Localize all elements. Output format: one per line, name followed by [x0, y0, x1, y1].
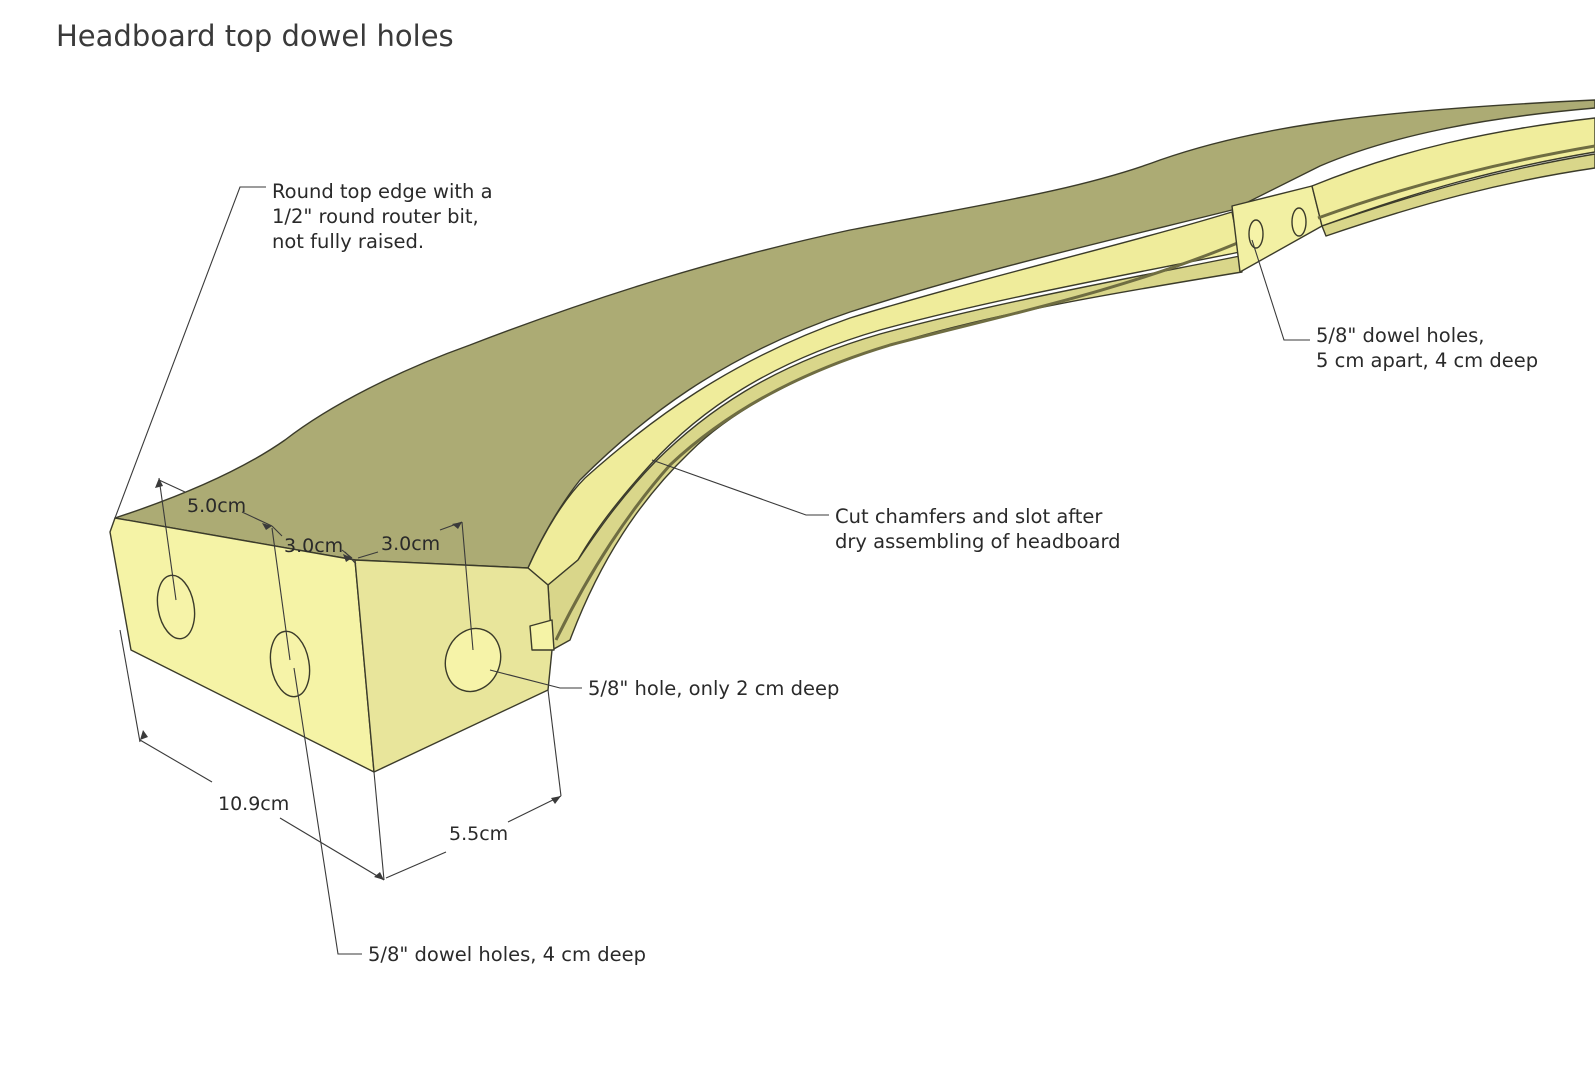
right-segment-top	[1311, 117, 1595, 227]
joint-dowel-hole-1	[1248, 219, 1264, 249]
page-title: Headboard top dowel holes	[56, 19, 454, 53]
joint-dowel-hole-2	[1291, 207, 1307, 237]
end-dowel-hole-2	[269, 630, 311, 698]
headboard-top-piece	[109, 99, 1595, 773]
end-slot-notch	[529, 619, 555, 651]
note-round-edge-line1: Round top edge with a	[272, 180, 493, 203]
note-chamfers-line1: Cut chamfers and slot after	[835, 505, 1103, 528]
note-joint-holes-line2: 5 cm apart, 4 cm deep	[1316, 349, 1538, 372]
note-bottom-dowel-holes: 5/8" dowel holes, 4 cm deep	[368, 943, 646, 966]
top-face	[114, 99, 1595, 569]
front-chamfer-lower	[547, 255, 1243, 651]
note-joint-holes-line1: 5/8" dowel holes,	[1316, 324, 1484, 347]
dim-label-3cm-left: 3.0cm	[284, 535, 343, 557]
end-single-hole	[444, 627, 502, 693]
dimension-lines	[119, 477, 562, 881]
dim-label-3cm-right: 3.0cm	[381, 533, 440, 555]
note-round-edge-line2: 1/2" round router bit,	[272, 205, 479, 228]
slot-groove	[554, 240, 1241, 641]
dim-label-width: 10.9cm	[218, 793, 289, 815]
note-chamfers-line2: dry assembling of headboard	[835, 530, 1121, 553]
right-slot	[1317, 144, 1595, 220]
note-single-hole: 5/8" hole, only 2 cm deep	[588, 677, 839, 700]
dim-label-depth: 5.5cm	[449, 823, 508, 845]
annotation-leaders	[114, 186, 1310, 955]
note-round-edge-line3: not fully raised.	[272, 230, 424, 253]
end-dowel-hole-1	[156, 574, 196, 640]
right-segment-band	[1321, 153, 1595, 237]
dim-label-5cm: 5.0cm	[187, 495, 246, 517]
